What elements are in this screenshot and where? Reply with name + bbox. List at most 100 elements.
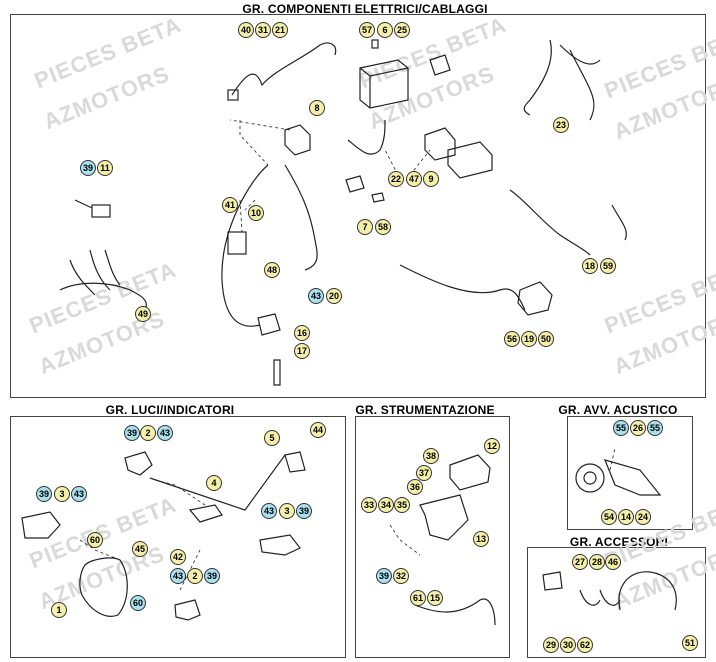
part-callout: 41 <box>222 197 238 213</box>
part-callout: 13 <box>473 531 489 547</box>
part-callout: 6 <box>377 22 393 38</box>
part-callout: 60 <box>87 532 103 548</box>
part-callout: 36 <box>407 479 423 495</box>
spark-cap-drawing <box>257 313 281 336</box>
part-callout: 12 <box>484 438 500 454</box>
part-callout: 11 <box>97 160 113 176</box>
spark-plug-drawing <box>273 359 281 386</box>
part-callout: 26 <box>630 420 646 436</box>
part-callout: 43 <box>261 503 277 519</box>
section-title-electrical: GR. COMPONENTI ELETTRICI/CABLAGGI <box>242 2 488 16</box>
part-callout: 23 <box>553 117 569 133</box>
part-callout: 46 <box>605 554 621 570</box>
fork-clip-drawing <box>542 571 563 591</box>
cable-drawing <box>231 42 337 96</box>
part-callout: 51 <box>682 635 698 651</box>
part-callout: 27 <box>572 554 588 570</box>
part-callout: 40 <box>238 22 254 38</box>
indicator-right-drawing <box>259 534 301 556</box>
part-callout: 32 <box>393 568 409 584</box>
part-callout: 43 <box>308 288 324 304</box>
part-callout: 4 <box>206 475 222 491</box>
part-callout: 55 <box>613 420 629 436</box>
part-callout: 17 <box>294 343 310 359</box>
part-callout: 57 <box>359 22 375 38</box>
part-callout: 39 <box>124 425 140 441</box>
part-callout: 43 <box>71 486 87 502</box>
part-callout: 21 <box>272 22 288 38</box>
part-callout: 58 <box>375 219 391 235</box>
part-callout: 39 <box>204 568 220 584</box>
loop-drawing <box>618 571 677 611</box>
indicator-bottom-drawing <box>174 599 201 621</box>
dashboard-drawing <box>449 454 491 491</box>
part-callout: 44 <box>310 422 326 438</box>
clip-drawing <box>227 89 239 101</box>
part-callout: 56 <box>504 331 520 347</box>
indicator-top-drawing <box>124 451 153 476</box>
section-title-accessories: GR. ACCESSORI <box>569 535 669 549</box>
part-callout: 42 <box>170 549 186 565</box>
dash-bracket-drawing <box>419 494 469 541</box>
part-callout: 61 <box>410 590 426 606</box>
tail-bracket-drawing <box>188 504 223 523</box>
headlight-drawing <box>79 557 128 617</box>
ecu-drawing <box>447 141 493 179</box>
switch-drawing <box>91 204 111 218</box>
hook-drawing <box>579 589 621 606</box>
part-callout: 2 <box>187 568 203 584</box>
part-callout: 14 <box>618 509 634 525</box>
part-callout: 29 <box>543 637 559 653</box>
clamp-drawing <box>371 192 385 203</box>
relay-drawing <box>284 124 311 156</box>
sensor-cable-drawing <box>347 119 386 155</box>
part-callout: 34 <box>378 497 394 513</box>
part-callout: 25 <box>394 22 410 38</box>
part-callout: 38 <box>423 448 439 464</box>
part-callout: 28 <box>589 554 605 570</box>
cable-drawing <box>509 189 627 256</box>
coil-drawing <box>227 231 247 255</box>
section-title-instruments: GR. STRUMENTAZIONE <box>355 403 495 417</box>
panel-electrical <box>10 14 706 398</box>
section-title-lights: GR. LUCI/INDICATORI <box>105 403 235 417</box>
clamp-drawing <box>345 175 365 193</box>
part-callout: 9 <box>423 171 439 187</box>
part-callout: 39 <box>80 160 96 176</box>
regulator-drawing <box>424 127 456 161</box>
part-callout: 39 <box>376 568 392 584</box>
part-callout: 10 <box>248 205 264 221</box>
part-callout: 39 <box>36 486 52 502</box>
plate-light-drawing <box>284 451 306 473</box>
part-callout: 37 <box>416 465 432 481</box>
part-callout: 45 <box>132 541 148 557</box>
part-callout: 8 <box>309 100 325 116</box>
part-callout: 62 <box>577 637 593 653</box>
battery-drawing <box>359 59 409 109</box>
cable-drawing <box>284 164 318 271</box>
part-callout: 3 <box>279 503 295 519</box>
horn-bracket-drawing <box>603 459 662 496</box>
part-callout: 47 <box>406 171 422 187</box>
part-callout: 15 <box>427 590 443 606</box>
part-callout: 59 <box>600 258 616 274</box>
part-callout: 18 <box>582 258 598 274</box>
part-callout: 43 <box>157 425 173 441</box>
part-callout: 5 <box>264 430 280 446</box>
fuse-holder-drawing <box>429 54 451 76</box>
part-callout: 35 <box>394 497 410 513</box>
stator-cable-drawing <box>399 264 526 311</box>
terminal-drawing <box>371 39 379 49</box>
part-callout: 24 <box>635 509 651 525</box>
part-callout: 55 <box>647 420 663 436</box>
part-callout: 1 <box>51 602 67 618</box>
part-callout: 33 <box>361 497 377 513</box>
part-callout: 49 <box>135 306 151 322</box>
part-callout: 22 <box>388 171 404 187</box>
part-callout: 60 <box>130 595 146 611</box>
section-title-horn: GR. AVV. ACUSTICO <box>558 403 678 417</box>
harness-drawing <box>523 39 601 121</box>
part-callout: 54 <box>601 509 617 525</box>
part-callout: 50 <box>538 331 554 347</box>
